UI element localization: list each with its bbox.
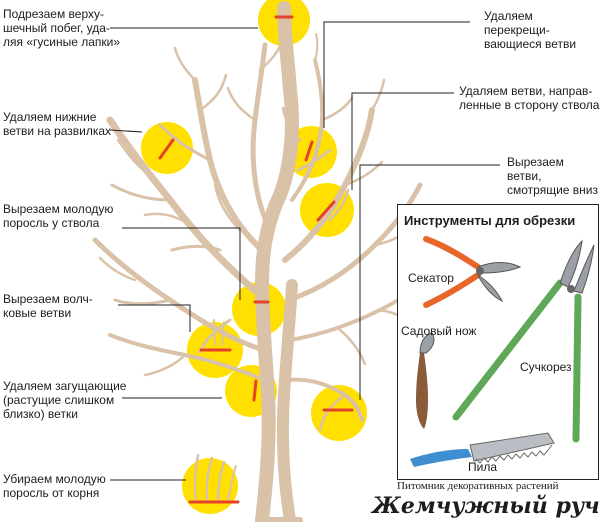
tool-label-lopper: Сучкорез [520, 360, 572, 374]
tools-panel: Инструменты для обрезки [397, 204, 599, 480]
cut-zone-downward [311, 385, 367, 441]
tool-label-saw: Пила [468, 460, 498, 474]
leader-lower-fork [109, 129, 143, 133]
leader-toward-trunk [351, 92, 454, 190]
tools-title: Инструменты для обрезки [404, 213, 576, 228]
cut-mark-crossing [304, 140, 314, 162]
garden-knife-icon [416, 332, 435, 429]
tool-label-secateur: Секатор [408, 271, 454, 285]
nursery-brand: Жемчужный ручей [372, 493, 600, 519]
label-top-shoot: Подрезаем верху- шечный побег, уда- ляя … [3, 7, 121, 49]
leader-downward [359, 164, 500, 400]
tool-label-garden-knife: Садовый нож [401, 324, 477, 338]
leader-water-sprouts [118, 304, 191, 332]
label-crossing: Удаляем перекрещи- вающиеся ветви [484, 9, 577, 51]
leader-crossing [323, 21, 470, 128]
cut-mark-lower-fork [158, 138, 175, 160]
cut-mark-thickening [252, 379, 258, 402]
saw-icon [410, 432, 555, 467]
tree-branches [92, 1, 427, 522]
label-young-growth-trunk: Вырезаем молодую поросль у ствола [3, 202, 114, 230]
cut-zones [141, 0, 367, 514]
label-thickening: Удаляем загущающие (растущие слишком бли… [3, 379, 127, 421]
tools-illustrations [410, 236, 595, 467]
label-root-growth: Убираем молодую поросль от корня [3, 472, 106, 500]
label-water-sprouts: Вырезаем волч- ковые ветви [3, 292, 93, 320]
label-downward: Вырезаем ветви, смотрящие вниз [507, 155, 598, 197]
leader-trunk-growth [122, 227, 241, 300]
label-lower-branches: Удаляем нижние ветви на развилках [3, 110, 112, 138]
nursery-caption: Питомник декоративных растений [397, 480, 559, 492]
secateur-icon [423, 236, 522, 308]
cut-marks [158, 15, 354, 504]
label-toward-trunk: Удаляем ветви, направ- ленные в сторону … [459, 84, 600, 112]
lopper-icon [452, 239, 595, 443]
leader-lines [109, 21, 500, 481]
cut-mark-toward-trunk [316, 200, 336, 222]
